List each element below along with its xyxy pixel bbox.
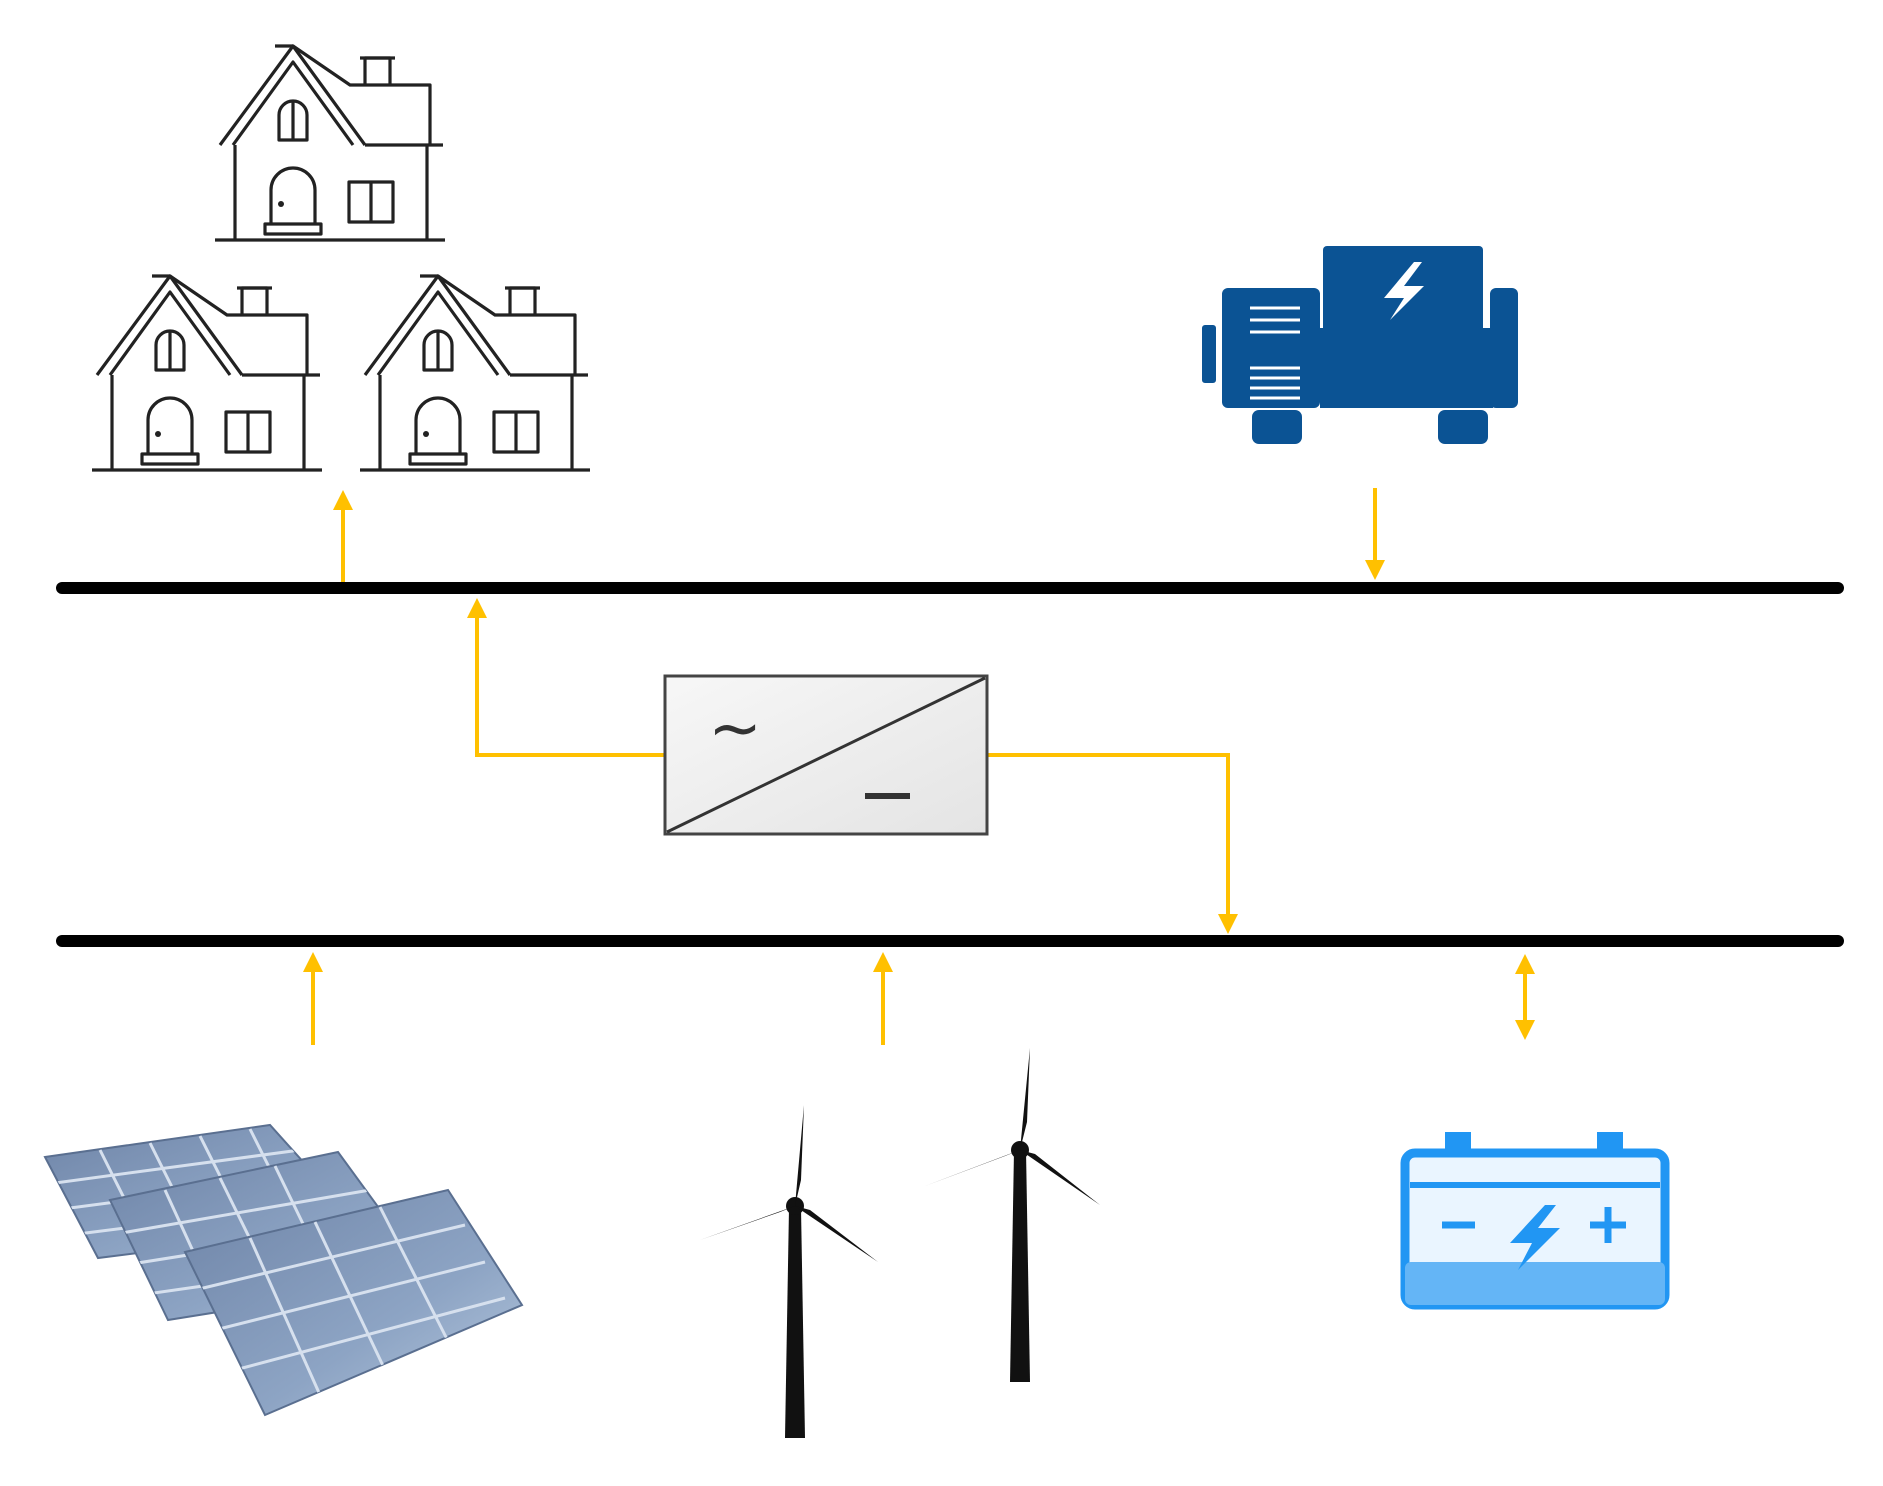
converter-ac-line	[475, 612, 665, 757]
converter-dc-line	[987, 753, 1230, 920]
arrow-from-wind	[873, 952, 893, 1045]
ac-dc-converter-icon: ~	[663, 674, 989, 836]
ac-symbol: ~	[708, 692, 762, 766]
wind-turbine-icon	[700, 1105, 878, 1438]
arrow-battery-bidirectional	[1515, 954, 1535, 1040]
arrow-from-generator	[1365, 488, 1385, 580]
houses-group	[92, 44, 590, 472]
arrow-to-houses	[333, 490, 353, 582]
flow-arrows	[303, 488, 1535, 1045]
arrow-to-dc-bus	[1218, 914, 1238, 934]
house-icon	[92, 274, 322, 472]
arrow-from-solar	[303, 952, 323, 1045]
generator-icon	[1202, 246, 1518, 444]
bolt-icon	[1384, 262, 1424, 320]
wind-turbine-icon	[925, 1048, 1100, 1382]
house-icon	[360, 274, 590, 472]
house-icon	[215, 44, 445, 242]
plus-symbol	[1590, 1207, 1626, 1243]
solar-panel-icon	[43, 1123, 524, 1417]
arrow-to-ac-bus	[467, 598, 487, 618]
battery-icon	[1400, 1132, 1670, 1310]
bolt-icon	[1510, 1205, 1560, 1270]
